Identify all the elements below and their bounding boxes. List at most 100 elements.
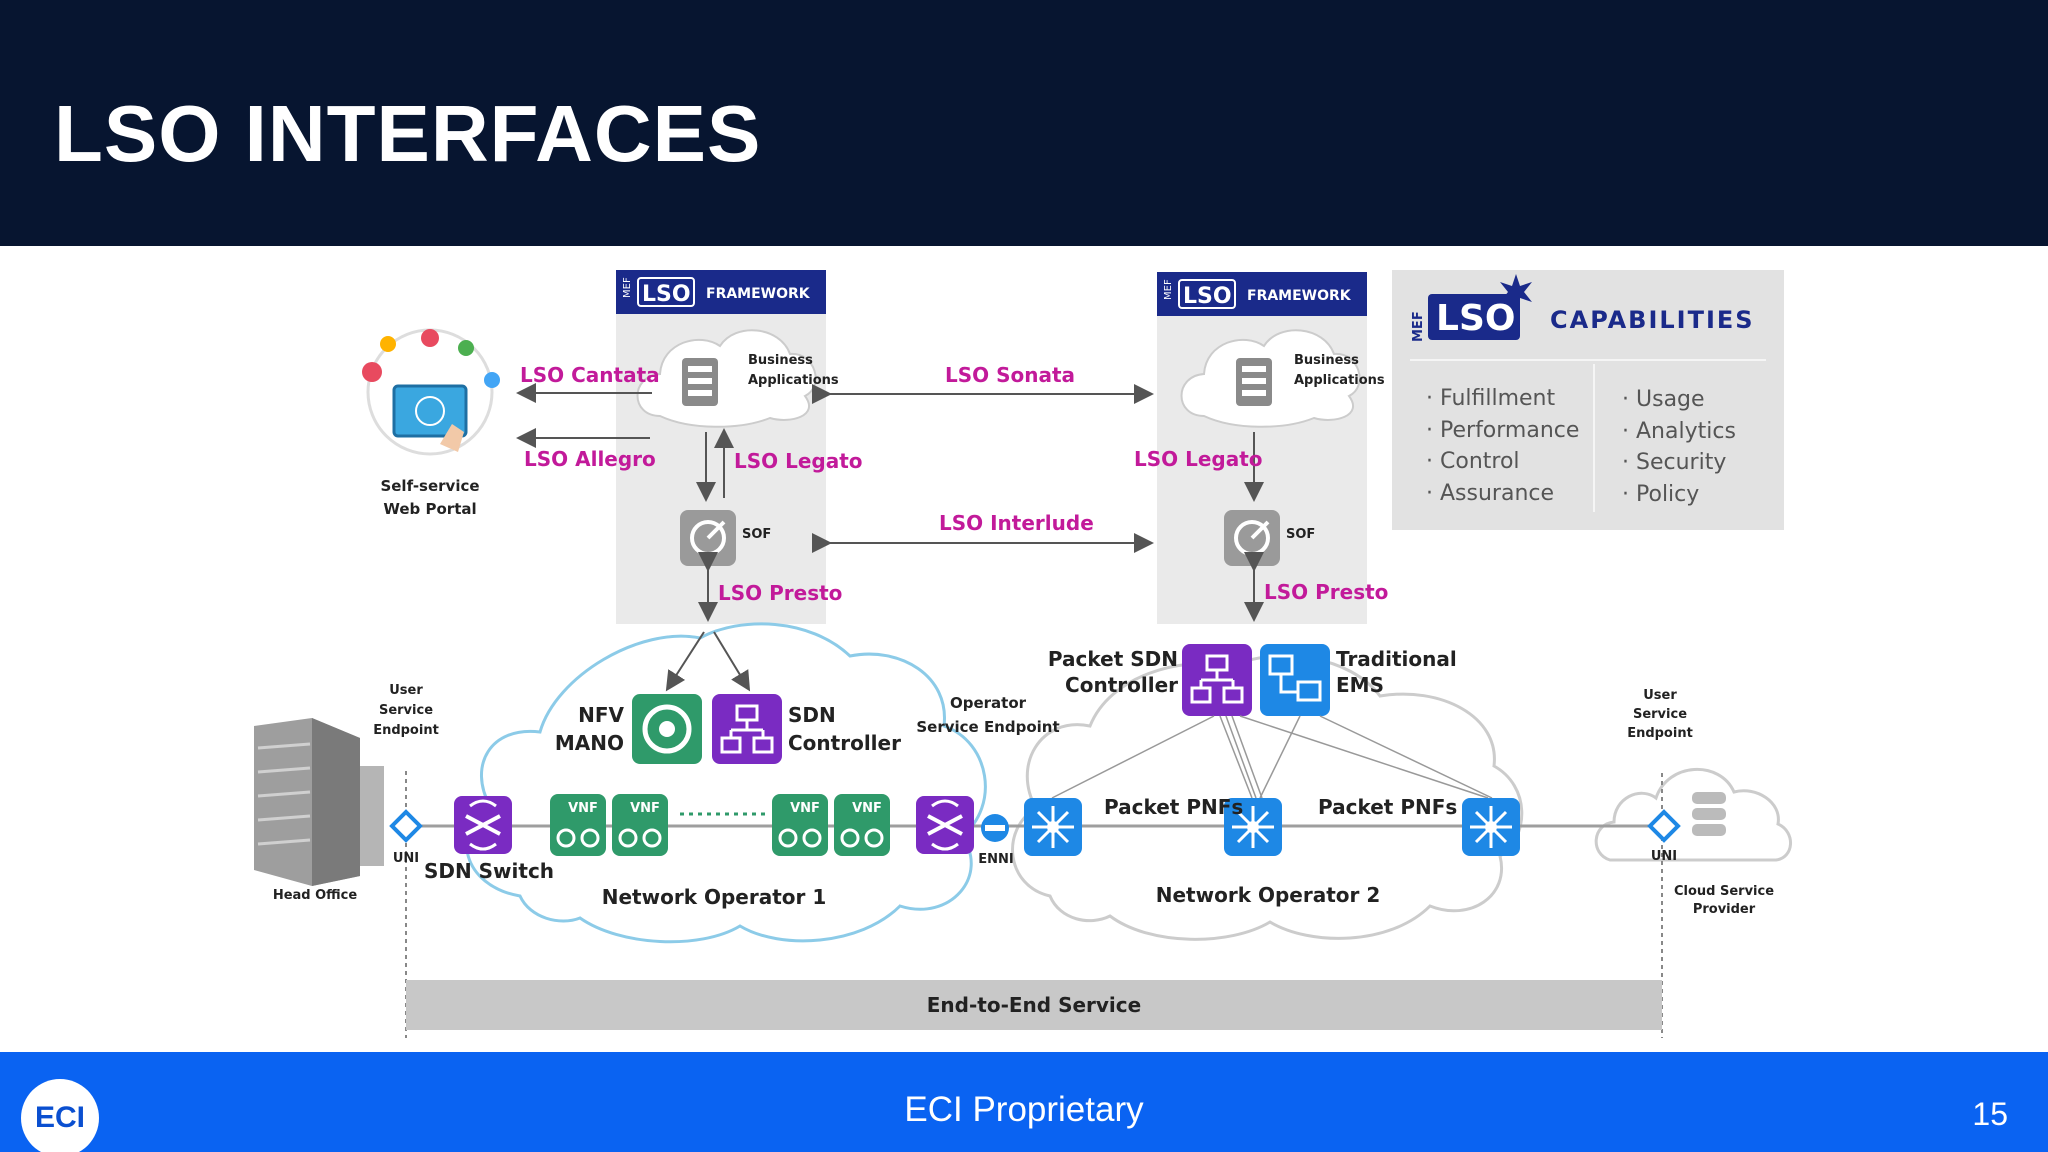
user-endpoint-left-1: User — [389, 683, 423, 698]
svg-text:MEF: MEF — [1163, 279, 1174, 300]
uni-endpoint-left — [389, 809, 423, 843]
label-lso-allegro: LSO Allegro — [524, 447, 656, 471]
user-endpoint-left-3: Endpoint — [373, 723, 439, 738]
label-lso-legato-left: LSO Legato — [734, 449, 863, 473]
cloud-provider-label-2: Provider — [1693, 902, 1756, 917]
svg-text:SOF: SOF — [742, 527, 771, 542]
svg-text:CAPABILITIES: CAPABILITIES — [1550, 306, 1755, 334]
sdn-switch-label: SDN Switch — [424, 859, 554, 883]
svg-text:Business: Business — [748, 353, 813, 368]
svg-text:Business: Business — [1294, 353, 1359, 368]
network-operator-2-label: Network Operator 2 — [1156, 883, 1381, 907]
svg-text:· Usage: · Usage — [1622, 387, 1705, 412]
svg-text:VNF: VNF — [630, 801, 660, 816]
svg-text:VNF: VNF — [790, 801, 820, 816]
svg-text:· Fulfillment: · Fulfillment — [1426, 386, 1555, 411]
svg-text:VNF: VNF — [852, 801, 882, 816]
mano-label: MANO — [555, 731, 624, 755]
vnf-icon-3: VNF — [772, 794, 828, 856]
cloud-provider-label-1: Cloud Service — [1674, 884, 1774, 899]
nfv-label: NFV — [578, 703, 624, 727]
sdn-label: SDN — [788, 703, 836, 727]
svg-text:MEF: MEF — [1411, 311, 1426, 342]
label-lso-presto-right: LSO Presto — [1264, 580, 1388, 604]
packet-sdn-controller-icon — [1182, 644, 1252, 716]
packet-sdn-controller-label: Controller — [1065, 673, 1178, 697]
sdn-switch-icon-left — [454, 796, 512, 854]
eci-logo: ECI — [21, 1079, 99, 1152]
capabilities-box: MEF LSO CAPABILITIES · Fulfillment · Per… — [1392, 270, 1784, 530]
user-endpoint-right-2: Service — [1633, 707, 1687, 722]
user-endpoint-right-3: Endpoint — [1627, 726, 1693, 741]
portal-label-1: Self-service — [380, 477, 479, 495]
vnf-icon-1: VNF — [550, 794, 606, 856]
label-lso-sonata: LSO Sonata — [945, 363, 1075, 387]
svg-text:Applications: Applications — [1294, 373, 1385, 388]
label-lso-presto-left: LSO Presto — [718, 581, 842, 605]
portal-label-2: Web Portal — [383, 500, 476, 518]
sdn-controller-icon — [712, 694, 782, 764]
user-endpoint-left-2: Service — [379, 703, 433, 718]
page-number: 15 — [1972, 1096, 2008, 1132]
slide-footer: ECI ECI Proprietary 15 — [0, 1052, 2048, 1152]
label-lso-legato-right: LSO Legato — [1134, 447, 1263, 471]
ems-label: EMS — [1336, 673, 1384, 697]
svg-text:· Performance: · Performance — [1426, 418, 1579, 443]
business-apps-cloud-right: Business Applications — [1180, 329, 1385, 428]
svg-text:SOF: SOF — [1286, 527, 1315, 542]
svg-text:· Assurance: · Assurance — [1426, 481, 1554, 506]
network-operator-1-cloud — [465, 622, 987, 944]
uni-label-right: UNI — [1651, 849, 1677, 864]
vnf-icon-2: VNF — [612, 794, 668, 856]
operator-endpoint-label-1: Operator — [950, 694, 1027, 712]
slide-title: LSO INTERFACES — [54, 89, 762, 178]
enni-label: ENNI — [978, 852, 1013, 867]
user-endpoint-right-1: User — [1643, 688, 1677, 703]
uni-label-left: UNI — [393, 851, 419, 866]
head-office-building — [254, 718, 384, 886]
svg-text:FRAMEWORK: FRAMEWORK — [706, 286, 811, 302]
network-operator-2-cloud — [1011, 654, 1524, 941]
svg-text:MEF: MEF — [622, 277, 633, 298]
svg-text:Applications: Applications — [748, 373, 839, 388]
svg-text:VNF: VNF — [568, 801, 598, 816]
packet-sdn-label: Packet SDN — [1048, 647, 1178, 671]
svg-text:LSO: LSO — [642, 282, 691, 307]
cloud-server-icon — [1692, 792, 1726, 836]
enni-icon — [981, 814, 1009, 842]
framework-header-left: MEF LSO FRAMEWORK — [616, 270, 826, 314]
end-to-end-service-bar — [406, 980, 1662, 1030]
svg-text:· Policy: · Policy — [1622, 482, 1699, 507]
sdn-switch-icon-right — [916, 796, 974, 854]
packet-pnfs-label-1: Packet PNFs — [1104, 795, 1243, 819]
svg-text:· Control: · Control — [1426, 449, 1520, 474]
slide-header: LSO INTERFACES — [0, 0, 2048, 246]
traditional-ems-icon — [1260, 644, 1330, 716]
packet-pnf-icon-3 — [1462, 798, 1520, 856]
controller-label: Controller — [788, 731, 901, 755]
network-operator-1-label: Network Operator 1 — [602, 885, 827, 909]
vnf-icon-4: VNF — [834, 794, 890, 856]
packet-pnf-icon-2 — [1224, 798, 1282, 856]
svg-text:LSO: LSO — [1436, 298, 1515, 339]
self-service-portal-icon — [362, 328, 500, 456]
uni-endpoint-right — [1647, 809, 1681, 843]
svg-text:· Security: · Security — [1622, 450, 1726, 475]
svg-text:LSO: LSO — [1183, 284, 1232, 309]
svg-text:FRAMEWORK: FRAMEWORK — [1247, 288, 1352, 304]
packet-pnfs-label-2: Packet PNFs — [1318, 795, 1457, 819]
head-office-label: Head Office — [273, 888, 358, 903]
packet-pnf-icon-1 — [1024, 798, 1082, 856]
label-lso-cantata: LSO Cantata — [520, 363, 660, 387]
framework-header-right: MEF LSO FRAMEWORK — [1157, 272, 1367, 316]
operator-endpoint-label-2: Service Endpoint — [916, 718, 1059, 736]
footer-proprietary-label: ECI Proprietary — [904, 1090, 1144, 1129]
business-apps-cloud-left: Business Applications — [636, 329, 839, 428]
traditional-label: Traditional — [1336, 647, 1457, 671]
lso-architecture-diagram: MEF LSO FRAMEWORK MEF LSO FRAMEWORK Busi… — [254, 270, 1792, 1038]
end-to-end-service-label: End-to-End Service — [927, 993, 1141, 1017]
label-lso-interlude: LSO Interlude — [939, 511, 1094, 535]
sof-icon-right: SOF — [1224, 510, 1315, 566]
nfv-mano-icon — [632, 694, 702, 764]
svg-text:· Analytics: · Analytics — [1622, 419, 1736, 444]
